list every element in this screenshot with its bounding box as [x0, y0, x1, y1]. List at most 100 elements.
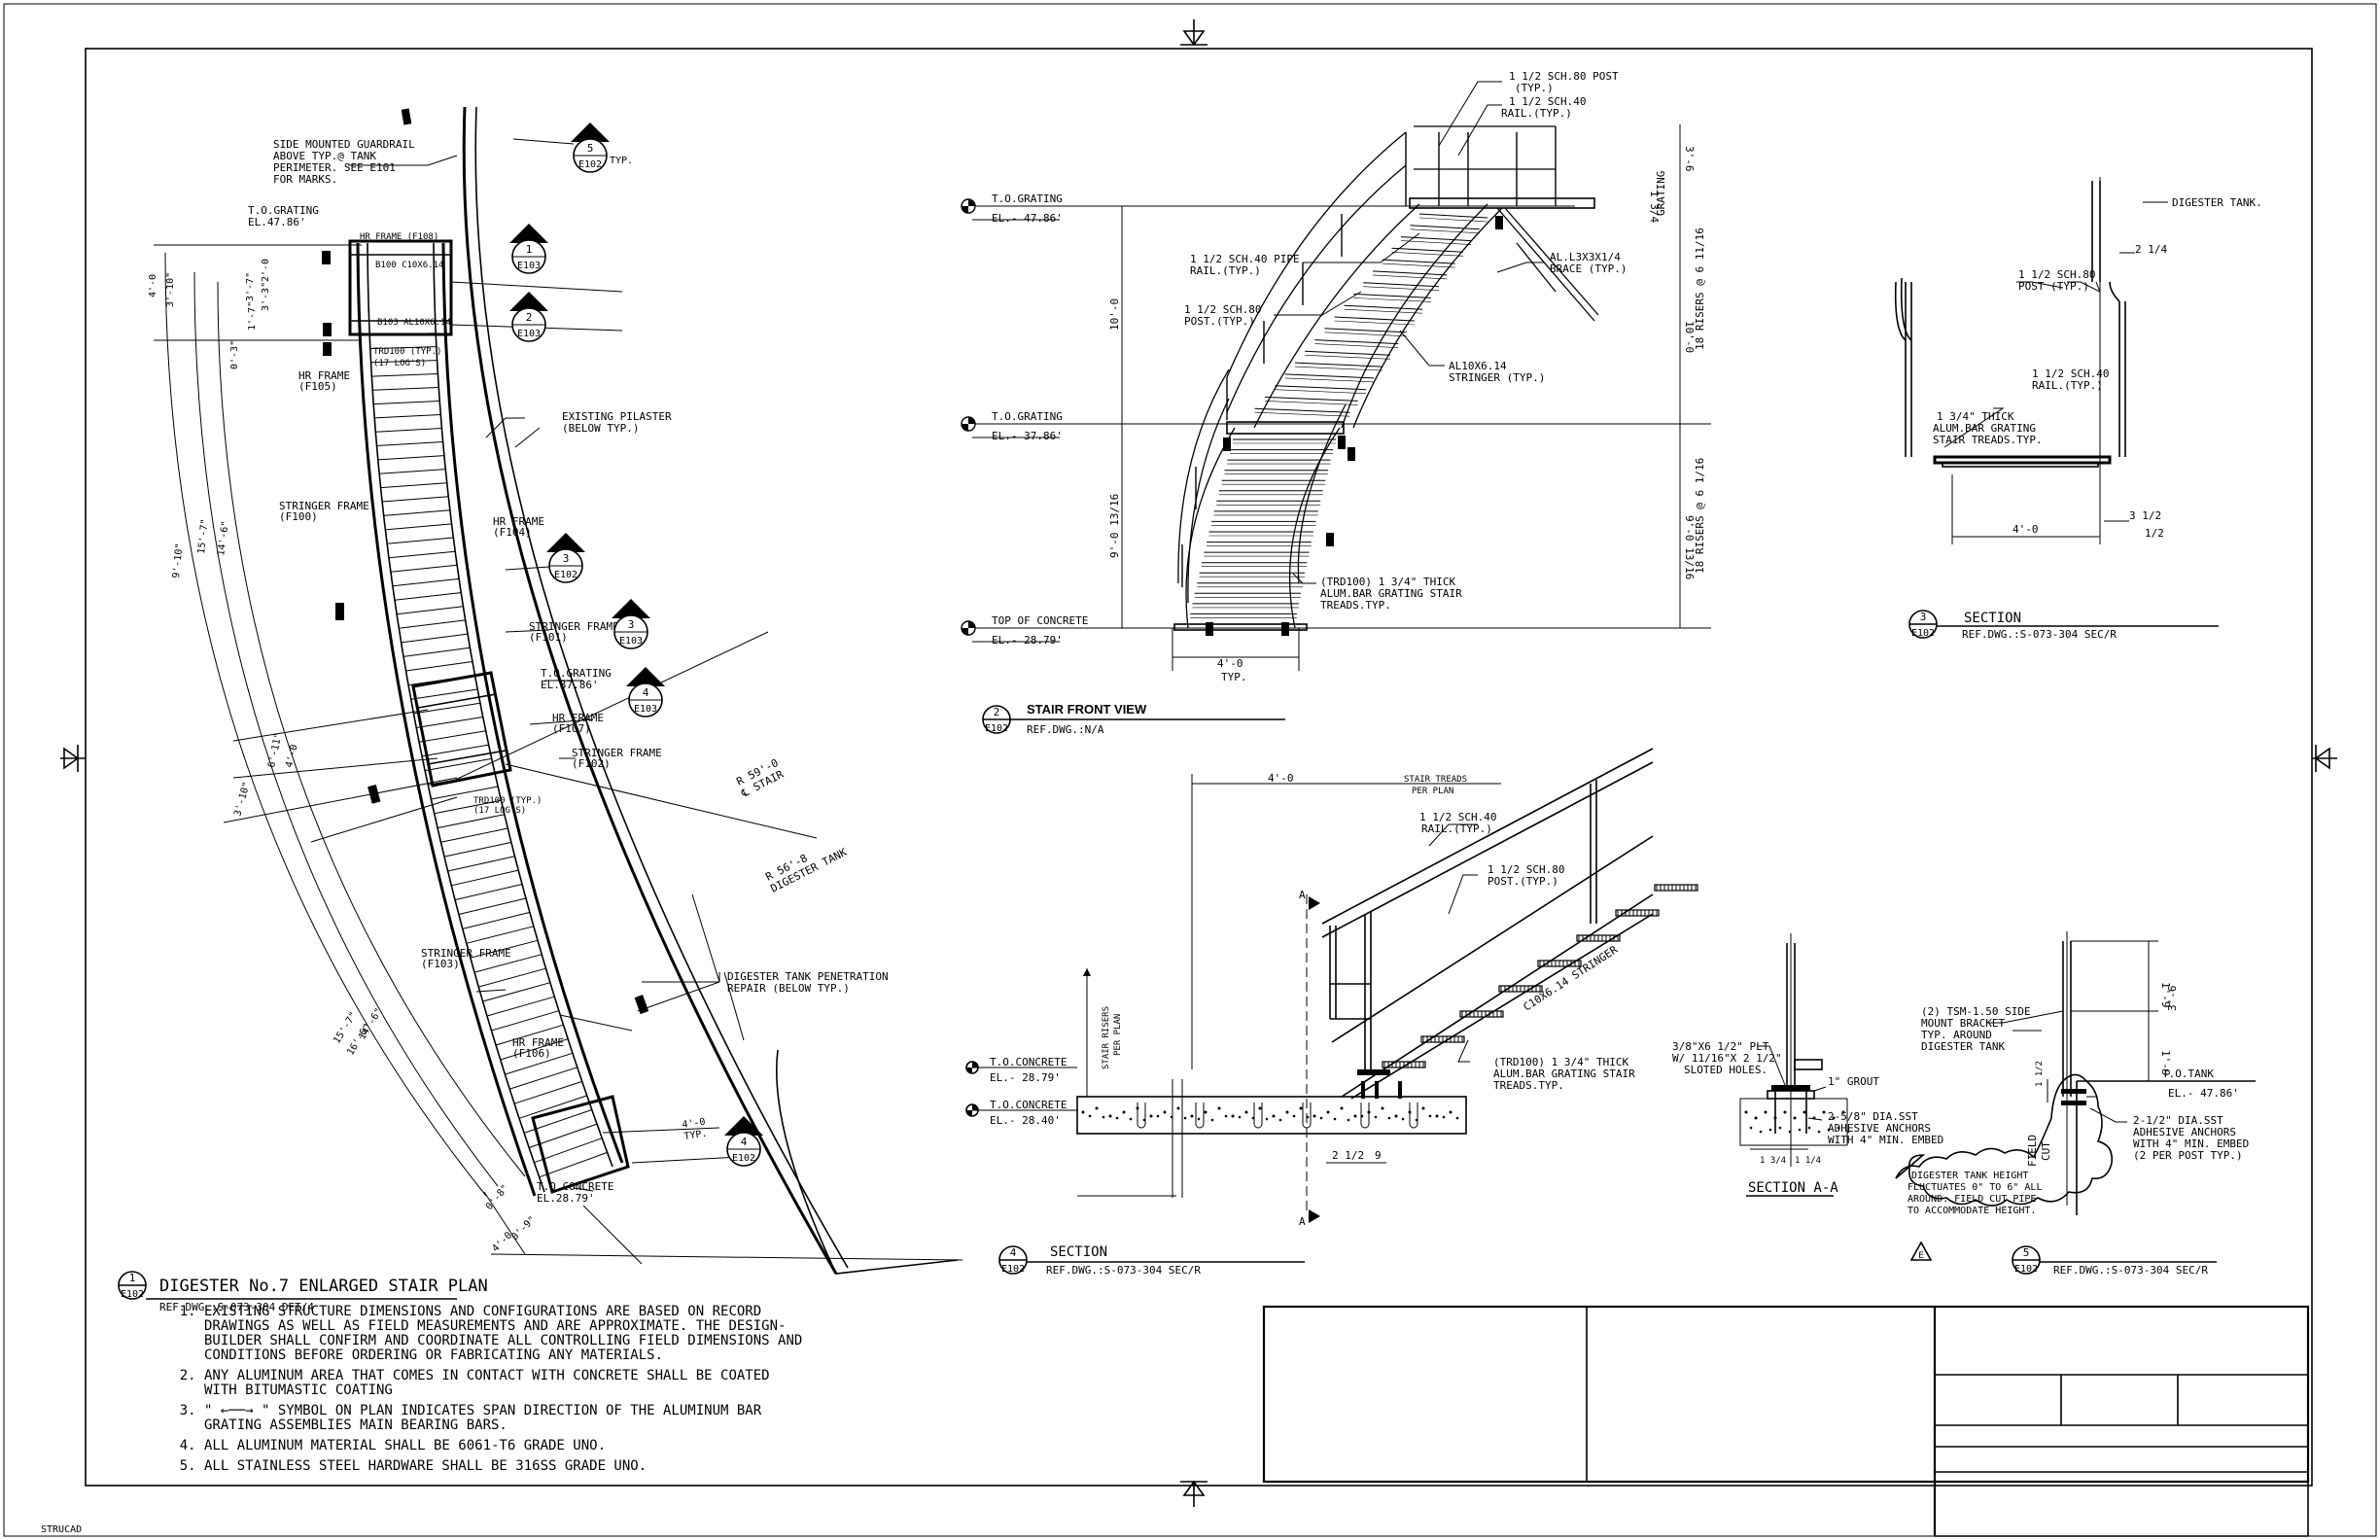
svg-text:3 1/2: 3 1/2 [2129, 509, 2161, 522]
level-elevation: EL.- 28.79' [992, 634, 1063, 647]
svg-text:EL.28.79': EL.28.79' [537, 1192, 595, 1205]
svg-text:SLOTED HOLES.: SLOTED HOLES. [1684, 1064, 1768, 1076]
svg-text:T.O.CONCRETE: T.O.CONCRETE [990, 1056, 1067, 1068]
section-tag-sheet: E103 [619, 636, 643, 647]
svg-text:C10X6.14 STRINGER: C10X6.14 STRINGER [1522, 943, 1621, 1013]
section-tag-sheet: E103 [517, 261, 541, 271]
svg-text:2: 2 [994, 706, 1000, 718]
svg-text:STAIR TREADS: STAIR TREADS [1404, 775, 1467, 785]
svg-text:RAIL.(TYP.): RAIL.(TYP.) [1421, 822, 1492, 835]
section3-ref: REF.DWG.:S-073-304 SEC/R [1962, 628, 2117, 641]
tank-wall-outer [462, 106, 838, 1275]
front-dim-text: 10'-0 9'-0 13/16 10'-0 18 RISERS @ 6 11/… [1108, 146, 1706, 683]
svg-text:FOR MARKS.: FOR MARKS. [273, 173, 337, 186]
section-tag-num: 3 [563, 552, 570, 565]
svg-text:1 1/2 SCH.80: 1 1/2 SCH.80 [1184, 303, 1261, 316]
general-note-1: EXISTING STRUCTURE DIMENSIONS AND CONFIG… [204, 1305, 805, 1363]
svg-text:E102: E102 [1911, 628, 1935, 639]
svg-text:ADHESIVE ANCHORS: ADHESIVE ANCHORS [1828, 1122, 1931, 1135]
svg-text:0'-3": 0'-3" [229, 340, 240, 369]
svg-text:4'-0: 4'-0 [2012, 523, 2039, 536]
svg-text:10'-0: 10'-0 [1108, 298, 1121, 331]
svg-text:10'-0: 10'-0 [1683, 321, 1696, 353]
svg-text:T.O.GRATING: T.O.GRATING [541, 667, 612, 680]
svg-text:RAIL.(TYP.): RAIL.(TYP.) [1501, 107, 1572, 120]
general-notes-list: EXISTING STRUCTURE DIMENSIONS AND CONFIG… [183, 1305, 805, 1474]
svg-text:E102: E102 [2014, 1264, 2038, 1275]
svg-text:STRINGER FRAME: STRINGER FRAME [421, 947, 511, 960]
svg-text:PER PLAN: PER PLAN [1412, 787, 1453, 796]
svg-text:3'-10": 3'-10" [165, 272, 176, 307]
front-ref: REF.DWG.:N/A [1027, 723, 1104, 736]
base-plates [1357, 1069, 1402, 1099]
svg-text:3'-10": 3'-10" [232, 781, 253, 818]
section4-treads [1382, 884, 1698, 1068]
svg-text:E: E [1918, 1251, 1923, 1261]
section-aa-labels: 3/8"X6 1/2" PLT W/ 11/16"X 2 1/2" SLOTED… [1672, 1040, 1943, 1166]
svg-text:ALUM.BAR GRATING STAIR: ALUM.BAR GRATING STAIR [1493, 1068, 1635, 1080]
level-name: T.O.GRATING [992, 410, 1063, 423]
svg-text:TREADS.TYP.: TREADS.TYP. [1493, 1079, 1564, 1092]
svg-text:DIGESTER TANK HEIGHT: DIGESTER TANK HEIGHT [1911, 1171, 2028, 1181]
svg-text:HR FRAME (F108): HR FRAME (F108) [360, 232, 438, 242]
svg-text:1 1/2 SCH.40: 1 1/2 SCH.40 [1509, 95, 1586, 108]
svg-text:1 3/4: 1 3/4 [1760, 1156, 1786, 1166]
general-notes: EXISTING STRUCTURE DIMENSIONS AND CONFIG… [183, 1305, 805, 1480]
section-tag-sheet: E103 [517, 329, 541, 339]
cut-line-a: A A [1299, 889, 1320, 1228]
svg-text:1 1/4: 1 1/4 [1795, 1156, 1821, 1166]
svg-text:(17 LOG'S): (17 LOG'S) [373, 359, 426, 368]
svg-text:2 1/4: 2 1/4 [2135, 243, 2167, 256]
general-note-3: " ←──→ " SYMBOL ON PLAN INDICATES SPAN D… [204, 1404, 805, 1433]
svg-text:STRINGER FRAME: STRINGER FRAME [572, 747, 662, 759]
aa-hatch [1744, 1110, 1850, 1134]
svg-text:TYP.: TYP. [683, 1129, 708, 1142]
svg-text:1'-9: 1'-9 [2159, 1050, 2172, 1076]
svg-text:1'-7": 1'-7" [247, 301, 258, 331]
stringer-outer-2 [367, 242, 545, 1193]
svg-text:4'-0: 4'-0 [682, 1117, 706, 1131]
svg-text:WITH 4" MIN. EMBED: WITH 4" MIN. EMBED [2133, 1138, 2249, 1150]
front-labels: 1 1/2 SCH.80 POST (TYP.) 1 1/2 SCH.40 RA… [1184, 70, 1627, 612]
height-note-cloud [1895, 1073, 2114, 1207]
section-4: A A 4'-0 STAIR TREADS PER PLAN 1 1/2 SCH… [965, 748, 1698, 1277]
tank-wall-inner [474, 106, 849, 1269]
svg-text:STRINGER FRAME: STRINGER FRAME [529, 620, 619, 633]
section-3: DIGESTER TANK. 1 1/2 SCH.80 POST (TYP.) … [1894, 177, 2262, 641]
svg-text:AROUND. FIELD CUT PIPE: AROUND. FIELD CUT PIPE [1908, 1194, 2036, 1205]
svg-text:HR FRAME: HR FRAME [298, 369, 350, 382]
plan-treads [369, 332, 608, 1178]
section5-title-block: 5 E102 REF.DWG.:S-073-304 SEC/R [2012, 1245, 2217, 1277]
svg-text:(TRD100) 1 3/4" THICK: (TRD100) 1 3/4" THICK [1320, 576, 1455, 588]
svg-text:15'-7": 15'-7" [196, 518, 211, 554]
svg-text:1 1/2 SCH.40: 1 1/2 SCH.40 [2032, 368, 2109, 380]
svg-text:(BELOW TYP.): (BELOW TYP.) [562, 422, 639, 435]
svg-text:TO ACCOMMODATE HEIGHT.: TO ACCOMMODATE HEIGHT. [1908, 1206, 2036, 1216]
front-title: STAIR FRONT VIEW [1027, 702, 1147, 717]
svg-text:T.O.CONCRETE: T.O.CONCRETE [537, 1180, 613, 1193]
svg-text:3'-3": 3'-3" [261, 282, 271, 311]
center-markers [60, 19, 2337, 1507]
svg-text:FLUCTUATES 0" TO 6" ALL: FLUCTUATES 0" TO 6" ALL [1908, 1182, 2042, 1193]
svg-text:(F103): (F103) [421, 958, 460, 970]
svg-text:PERIMETER. SEE E101: PERIMETER. SEE E101 [273, 161, 396, 174]
pilasters [322, 108, 649, 1015]
svg-text:(17 LOG'S): (17 LOG'S) [473, 806, 526, 816]
svg-text:9'-10": 9'-10" [171, 542, 186, 578]
svg-text:6'-11": 6'-11" [266, 732, 284, 769]
sheet-outer-edge [3, 3, 2377, 1537]
section4-posts [1329, 780, 1597, 1071]
svg-text:(F104): (F104) [493, 526, 532, 539]
plan-label-tog-top: T.O.GRATING [248, 204, 319, 217]
svg-text:STAIR RISERS: STAIR RISERS [1102, 1006, 1111, 1069]
section4-levels [965, 1061, 979, 1117]
svg-text:E102: E102 [985, 723, 1008, 734]
